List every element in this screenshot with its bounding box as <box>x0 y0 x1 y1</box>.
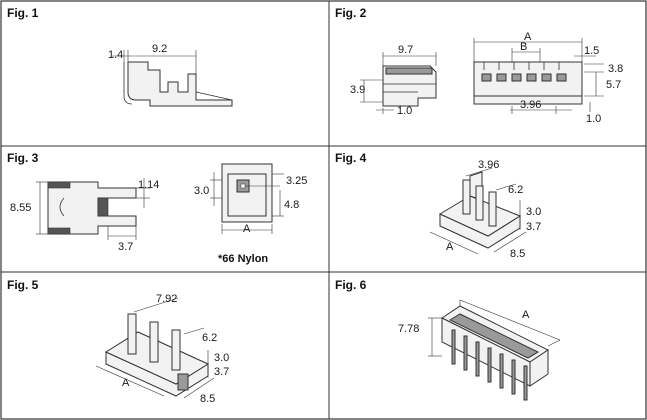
fig1-dimensions: 1.4 9.2 <box>108 43 197 74</box>
fig4-header-drawing: 3.96 6.2 3.0 3.7 A 8.5 <box>429 159 541 260</box>
fig2-side-view: 9.7 3.9 1.0 <box>350 44 437 117</box>
fig4-dim-6-2: 6.2 <box>508 184 523 196</box>
fig2-dim-3-8: 3.8 <box>608 63 623 75</box>
fig5-dim-a: A <box>122 377 130 389</box>
fig3-front-view: 3.0 3.25 4.8 A *66 Nylon <box>194 163 307 265</box>
fig6-connector-drawing: A 7.78 <box>398 299 561 401</box>
fig5-title: Fig. 5 <box>7 278 39 292</box>
fig4-dim-8-5: 8.5 <box>510 248 525 260</box>
fig3-dim-8-55: 8.55 <box>10 202 31 214</box>
fig2-dim-9-7: 9.7 <box>398 44 413 56</box>
fig1-panel: Fig. 1 1.4 9.2 <box>7 6 233 107</box>
fig3-section-view: 8.55 1.14 3.7 <box>10 178 159 253</box>
fig3-title: Fig. 3 <box>7 151 39 165</box>
fig2-dim-1-0-left: 1.0 <box>397 105 412 117</box>
fig6-dim-7-78: 7.78 <box>398 323 419 335</box>
fig2-title: Fig. 2 <box>335 6 367 20</box>
fig4-title: Fig. 4 <box>335 151 367 165</box>
fig2-dim-5-7: 5.7 <box>606 79 621 91</box>
fig2-dim-3-96: 3.96 <box>520 99 541 111</box>
fig5-dim-6-2: 6.2 <box>202 332 217 344</box>
fig4-panel: Fig. 4 3.96 6.2 3.0 3.7 A 8.5 <box>335 151 541 260</box>
fig3-material-note: *66 Nylon <box>218 253 268 265</box>
fig3-panel: Fig. 3 8.55 1.14 3.7 <box>7 151 307 265</box>
fig5-dim-3-7: 3.7 <box>214 366 229 378</box>
fig2-dim-1-5: 1.5 <box>584 45 599 57</box>
fig2-panel: Fig. 2 9.7 3.9 1.0 <box>335 6 623 125</box>
fig5-dim-8-5: 8.5 <box>200 393 215 405</box>
fig4-dim-3-7: 3.7 <box>526 221 541 233</box>
fig1-terminal-drawing <box>123 61 233 107</box>
fig2-dim-a: A <box>524 31 532 43</box>
fig3-dim-a: A <box>243 223 251 235</box>
fig3-dim-1-14: 1.14 <box>138 179 159 191</box>
fig6-dim-a: A <box>522 309 530 321</box>
fig2-dim-3-9: 3.9 <box>350 84 365 96</box>
fig6-panel: Fig. 6 A 7.78 <box>335 278 561 401</box>
fig6-title: Fig. 6 <box>335 278 367 292</box>
fig3-dim-3-25: 3.25 <box>286 175 307 187</box>
fig1-title: Fig. 1 <box>7 6 39 20</box>
fig5-panel: Fig. 5 7.92 6.2 3.0 3.7 A 8.5 <box>7 278 229 405</box>
fig5-dim-7-92: 7.92 <box>156 293 177 305</box>
fig2-front-view: A B 1.5 3.8 5.7 3.96 1.0 <box>473 31 623 125</box>
fig3-dim-3-0: 3.0 <box>194 185 209 197</box>
fig5-dim-3-0: 3.0 <box>214 352 229 364</box>
fig2-dim-1-0-right: 1.0 <box>586 113 601 125</box>
fig3-dim-4-8: 4.8 <box>284 199 299 211</box>
fig1-dim-1-4: 1.4 <box>108 49 123 61</box>
fig2-dim-b: B <box>520 41 527 53</box>
fig4-dim-3-96: 3.96 <box>478 159 499 171</box>
fig5-header-drawing: 7.92 6.2 3.0 3.7 A 8.5 <box>95 293 229 405</box>
fig4-dim-3-0: 3.0 <box>526 206 541 218</box>
fig1-dim-9-2: 9.2 <box>152 43 167 55</box>
fig3-dim-3-7: 3.7 <box>118 241 133 253</box>
fig4-dim-a: A <box>446 241 454 253</box>
